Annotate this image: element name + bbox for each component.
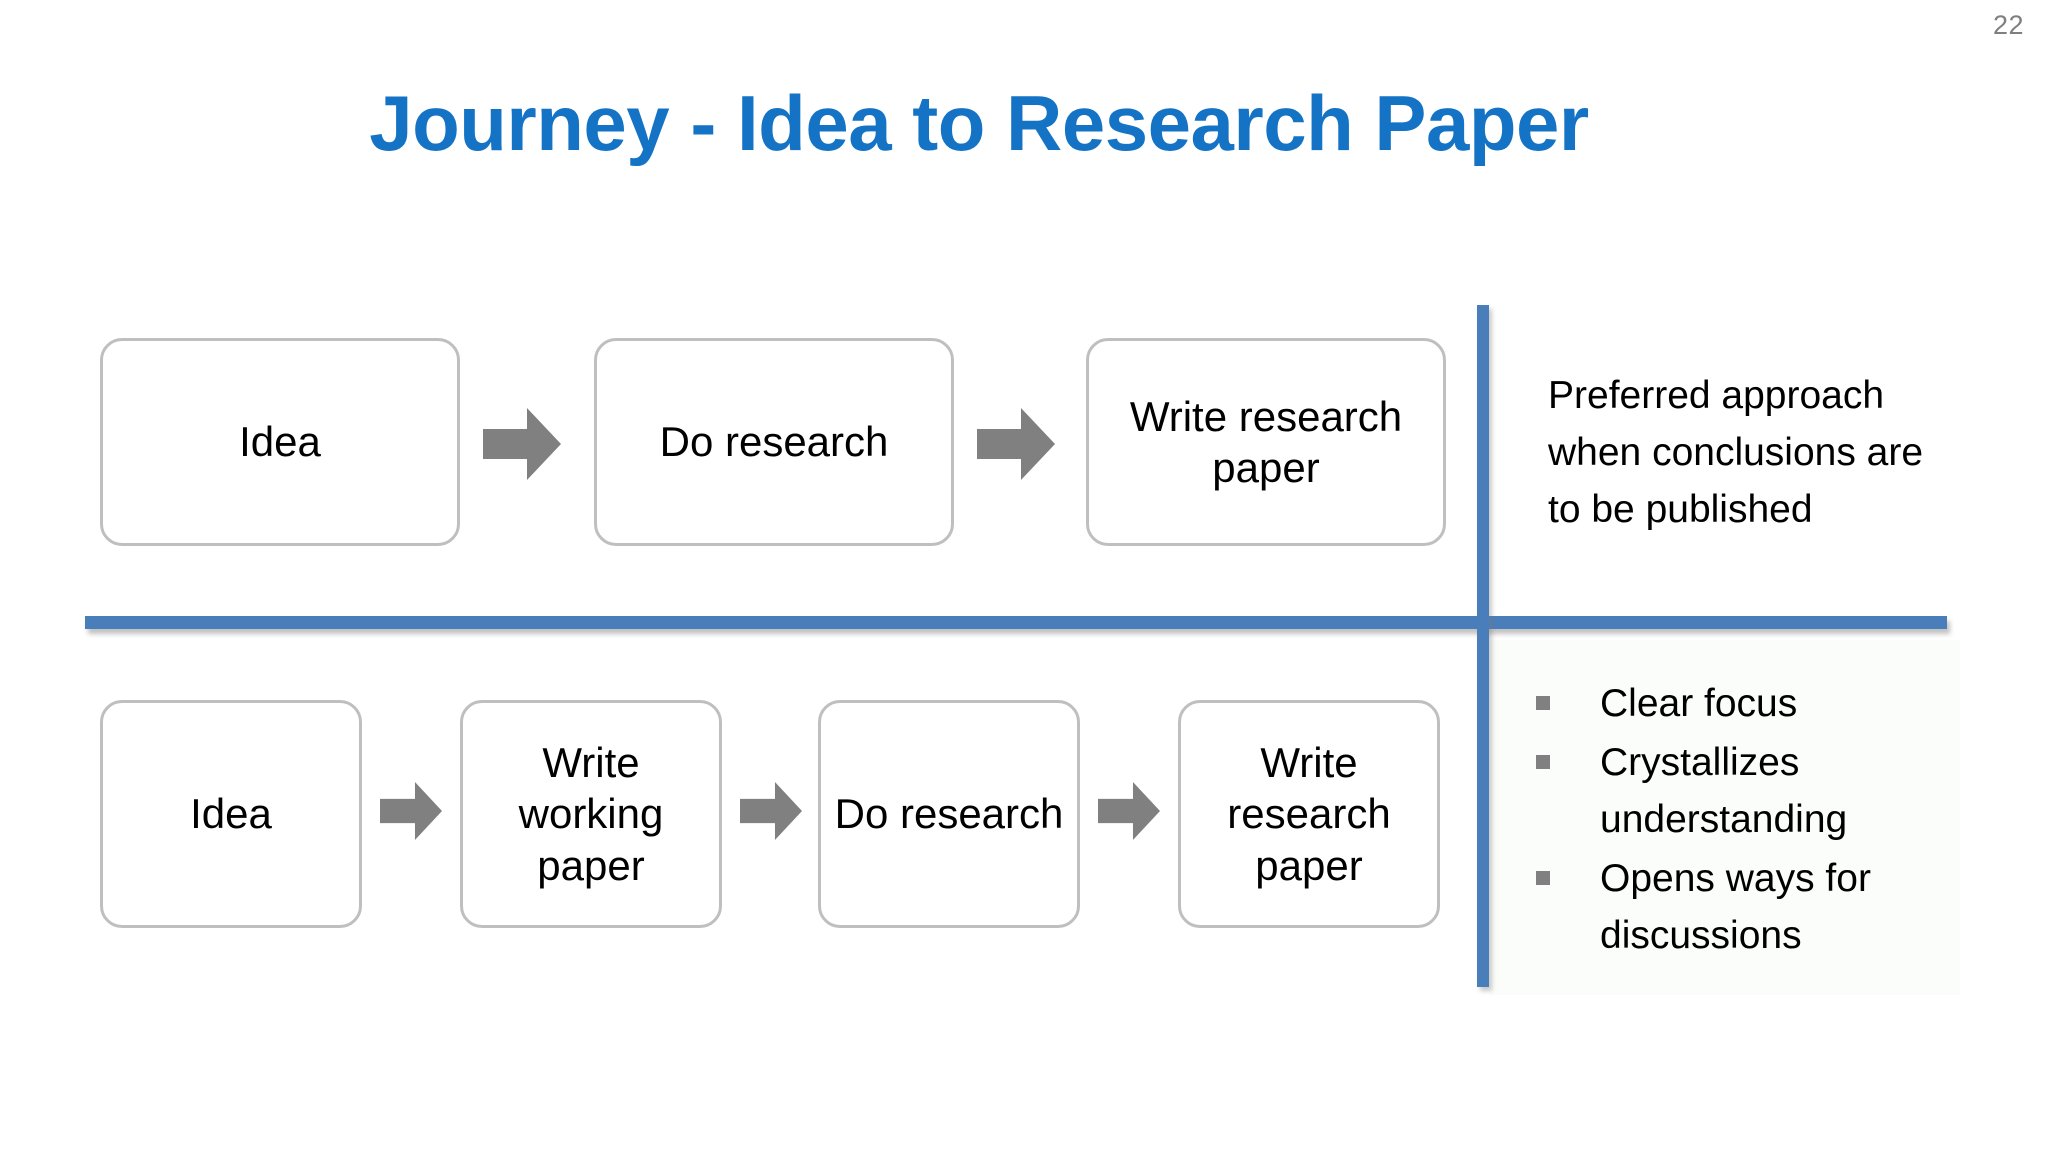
arrow-right-icon (1098, 782, 1160, 840)
square-bullet-icon (1536, 696, 1550, 710)
list-item-label: Opens ways for discussions (1600, 856, 1871, 957)
top-right-note: Preferred approach when conclusions are … (1548, 374, 1924, 531)
flow-box-top-2[interactable]: Do research (594, 338, 954, 546)
flow-box-bottom-4[interactable]: Write research paper (1178, 700, 1440, 928)
horizontal-divider-line (85, 616, 1947, 629)
flow-box-top-3[interactable]: Write research paper (1086, 338, 1446, 546)
list-item: Opens ways for discussions (1528, 851, 1948, 965)
flow-box-label: Idea (190, 790, 272, 838)
vertical-divider-line (1477, 305, 1489, 987)
flow-box-label: Idea (239, 418, 321, 466)
list-item-label: Clear focus (1600, 682, 1798, 725)
page-number: 22 (1992, 10, 2024, 40)
list-item: Clear focus (1528, 676, 1948, 733)
flow-box-label: Write working paper (518, 739, 664, 889)
flow-box-label: Do research (659, 418, 889, 466)
square-bullet-icon (1536, 754, 1550, 769)
arrow-right-icon (380, 782, 442, 840)
benefits-list: Clear focus Crystallizes understanding O… (1528, 676, 1948, 967)
flow-box-bottom-1[interactable]: Idea (100, 700, 362, 928)
arrow-right-icon (483, 408, 561, 480)
list-item: Crystallizes understanding (1528, 735, 1948, 849)
flow-box-top-1[interactable]: Idea (100, 338, 460, 546)
arrow-right-icon (740, 782, 802, 840)
list-item-label: Crystallizes understanding (1600, 740, 1848, 841)
flow-box-label: Do research (834, 790, 1064, 838)
flow-box-bottom-2[interactable]: Write working paper (460, 700, 722, 928)
flow-box-bottom-3[interactable]: Do research (818, 700, 1080, 928)
lower-right-background-tint (1490, 640, 1960, 995)
flow-box-label: Write research paper (1129, 392, 1403, 491)
square-bullet-icon (1536, 870, 1550, 885)
page-title: Journey - Idea to Research Paper (369, 79, 1589, 168)
flow-box-label: Write research paper (1227, 739, 1391, 889)
arrow-right-icon (977, 408, 1055, 480)
